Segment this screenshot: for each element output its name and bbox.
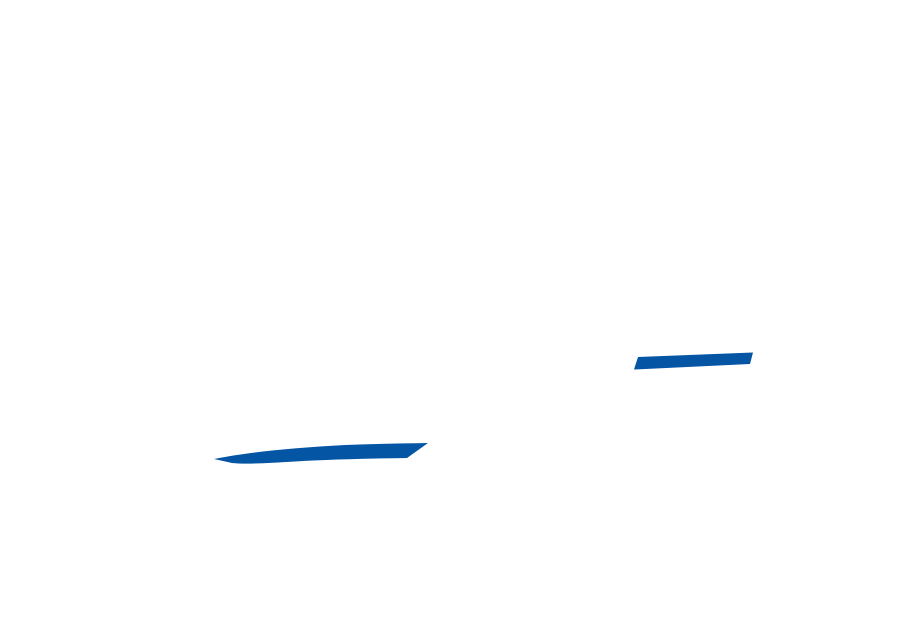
lower-left-brush-stroke xyxy=(214,443,428,464)
upper-right-brush-stroke xyxy=(634,352,753,370)
